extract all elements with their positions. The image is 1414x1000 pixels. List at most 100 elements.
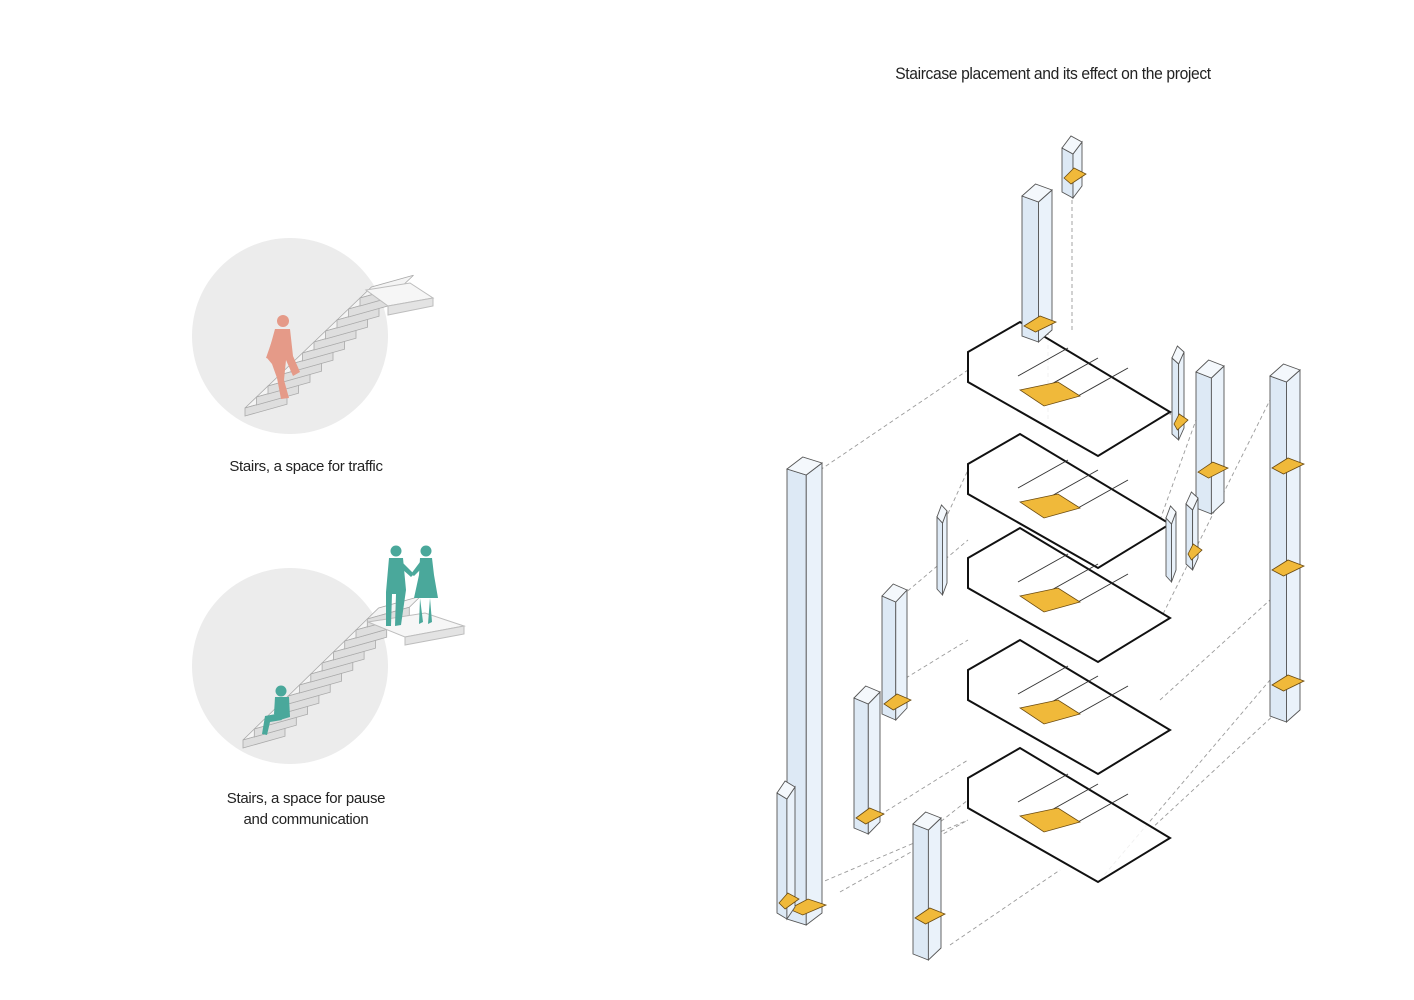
caption-pause: Stairs, a space for pause and communicat… (186, 788, 426, 830)
stair-shaft (1269, 363, 1306, 724)
yellow-stair (778, 892, 800, 910)
shaft-top (776, 780, 796, 800)
floor-plan (967, 320, 1172, 458)
stair-shaft (912, 811, 946, 962)
interior-wall (1047, 675, 1099, 705)
shaft-side (942, 510, 948, 596)
projection-line (839, 819, 969, 893)
caption-pause-line1: Stairs, a space for pause (226, 790, 386, 807)
page-title: Staircase placement and its effect on th… (895, 64, 1211, 83)
pause-landing-side (404, 625, 465, 646)
yellow-stair (883, 693, 912, 711)
pause-illustration (192, 545, 466, 764)
yellow-stair (788, 898, 828, 916)
pause-circle (192, 568, 388, 764)
shaft-top (1165, 505, 1177, 525)
interior-wall (1077, 479, 1129, 509)
traffic-landing-side (387, 297, 434, 316)
shaft-top (853, 685, 881, 705)
projection-line (1159, 599, 1271, 701)
stair-shaft (1061, 135, 1087, 200)
yellow-stair (914, 907, 946, 925)
stair-shaft (1021, 183, 1058, 344)
interior-wall (1017, 773, 1069, 803)
shaft-top (936, 504, 948, 524)
caption-pause-line2: and communication (243, 811, 369, 828)
shaft-face (912, 823, 929, 961)
projection-line (944, 469, 969, 521)
walking-person (266, 315, 300, 399)
axonometric-diagram (776, 135, 1306, 962)
floor-stair (1018, 807, 1081, 833)
shaft-side (1210, 364, 1225, 516)
interior-wall (1077, 793, 1129, 823)
projection-line (879, 759, 969, 816)
shaft-side (1286, 368, 1301, 724)
talking-people (386, 545, 438, 626)
shaft-top (1171, 345, 1185, 365)
yellow-stair (1271, 674, 1306, 692)
projection-line (1149, 699, 1291, 831)
shaft-top (912, 811, 942, 831)
shaft-face (936, 515, 943, 597)
interior-wall (1047, 563, 1099, 593)
stair-shaft (936, 504, 948, 597)
stair-shaft (1165, 505, 1177, 584)
stair-shafts (776, 135, 1306, 962)
stair-shaft (881, 583, 912, 722)
traffic-illustration (192, 238, 435, 434)
yellow-stair (1173, 413, 1189, 431)
stair-shaft (853, 685, 885, 836)
shaft-top (1185, 491, 1199, 511)
yellow-stair (1023, 315, 1058, 333)
stair-shaft (1185, 491, 1203, 572)
floor-stair (1018, 699, 1081, 725)
yellow-stair (1271, 559, 1306, 577)
shaft-side (805, 462, 823, 926)
interior-wall (1077, 367, 1129, 397)
projection-line (819, 369, 969, 471)
shaft-top (1195, 359, 1225, 379)
floor-stair (1018, 381, 1081, 407)
projection-line (1159, 419, 1197, 521)
yellow-stair (1063, 167, 1087, 185)
stair-shaft (776, 780, 800, 921)
interior-wall (1047, 783, 1099, 813)
shaft-top (1269, 363, 1301, 383)
shaft-face (1195, 371, 1212, 515)
interior-wall (1017, 553, 1069, 583)
projection-line (896, 539, 969, 601)
floor-plan (967, 526, 1172, 664)
interior-wall (1017, 459, 1069, 489)
floor-plans (967, 320, 1172, 884)
shaft-face (1165, 516, 1172, 584)
yellow-stair (1187, 543, 1203, 561)
shaft-side (927, 816, 942, 962)
floor-plan (967, 432, 1172, 570)
yellow-stair (1197, 461, 1229, 479)
stair-shaft (1195, 359, 1229, 516)
interior-wall (1077, 685, 1129, 715)
shaft-top (1061, 135, 1083, 155)
yellow-stair (855, 807, 885, 825)
projection-line (869, 639, 969, 701)
floor-stair (1018, 493, 1081, 519)
stair-shaft (1171, 345, 1189, 442)
shaft-top (1021, 183, 1053, 203)
shaft-face (1269, 375, 1287, 723)
interior-wall (1047, 357, 1099, 387)
shaft-top (881, 583, 908, 603)
shaft-top (786, 456, 823, 476)
interior-wall (1077, 573, 1129, 603)
projection-line (949, 869, 1061, 946)
caption-traffic: Stairs, a space for traffic (229, 458, 383, 475)
yellow-stair (1271, 457, 1306, 475)
floor-stair (1018, 587, 1081, 613)
interior-wall (1017, 347, 1069, 377)
sitting-person (262, 685, 290, 735)
floor-plan (967, 638, 1172, 776)
floor-plan (967, 746, 1172, 884)
interior-wall (1047, 469, 1099, 499)
